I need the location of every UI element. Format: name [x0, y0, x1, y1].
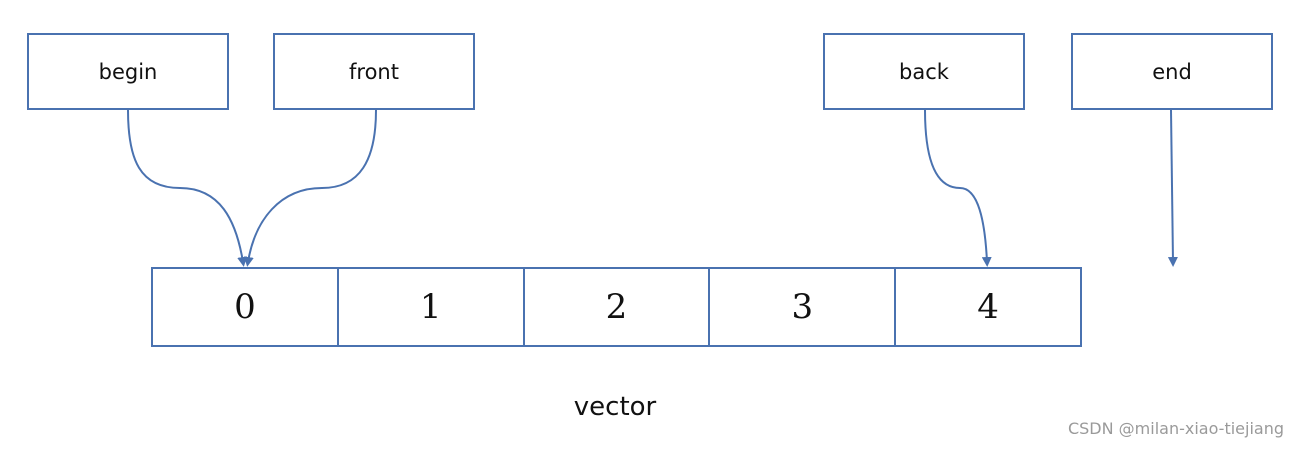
end-label: end	[1152, 59, 1192, 84]
back-label: back	[899, 59, 949, 84]
front-label: front	[349, 59, 399, 84]
vector-cell: 1	[339, 269, 525, 345]
vector-cell: 4	[977, 287, 999, 327]
vector-cell: 2	[525, 269, 711, 345]
begin-arrow	[127, 109, 248, 267]
begin-label: begin	[98, 59, 158, 84]
watermark: CSDN @milan-xiao-tiejiang	[1067, 419, 1284, 438]
end-arrow	[1167, 109, 1178, 267]
vector-cell: 3	[710, 269, 897, 345]
front-arrow	[243, 109, 377, 267]
front-box: front	[273, 33, 475, 110]
vector-cell: 0	[153, 269, 339, 345]
vector-array: 0 1 2 3 4	[151, 267, 1082, 347]
end-box: end	[1071, 33, 1273, 110]
vector-caption: vector	[573, 392, 657, 422]
back-box: back	[823, 33, 1025, 110]
begin-box: begin	[27, 33, 229, 110]
back-arrow	[924, 109, 992, 267]
